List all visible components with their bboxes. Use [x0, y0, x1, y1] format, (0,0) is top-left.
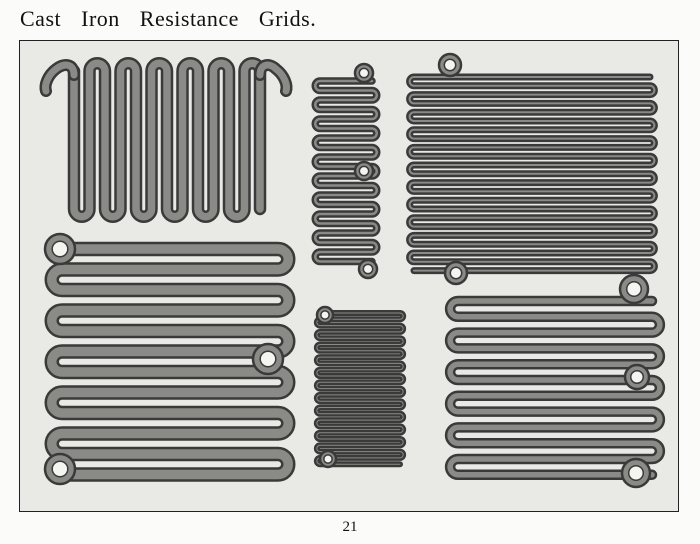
grid-fine-serpentine — [313, 305, 407, 469]
terminal-narrow-top-hole — [358, 67, 370, 79]
grid-medium-serpentine-body — [447, 298, 663, 478]
page-number: 21 — [342, 519, 358, 535]
grid-large-serpentine-body — [47, 244, 293, 480]
terminal-fine-top-hole — [320, 310, 330, 320]
grid-vertical-hooked — [39, 57, 293, 223]
grid-dense-serpentine — [406, 52, 658, 286]
terminal-medium-top-hole — [625, 280, 643, 298]
terminal-dense-bottom-hole — [449, 266, 463, 280]
grid-medium-serpentine-outline — [444, 295, 666, 481]
grid-hook-body-1 — [256, 61, 290, 95]
grid-large-serpentine — [43, 232, 296, 486]
illustration-plate — [19, 40, 679, 512]
terminal-medium-bottom-hole — [627, 464, 645, 482]
terminal-fine-bottom-hole — [323, 454, 333, 464]
grid-hook-body-0 — [42, 61, 78, 95]
grid-fine-serpentine-body — [316, 312, 404, 465]
grid-narrow-serpentine — [311, 62, 381, 280]
terminal-medium-middle-hole — [630, 370, 644, 384]
terminal-middle-hole — [259, 350, 277, 368]
terminal-bottom-left-hole — [51, 460, 69, 478]
grid-dense-serpentine-body — [408, 76, 656, 272]
page-title: Cast Iron Resistance Grids. — [20, 6, 317, 31]
grid-medium-serpentine — [444, 273, 666, 489]
terminal-dense-top-hole — [443, 58, 457, 72]
resistance-grids-illustration — [39, 52, 666, 489]
terminal-top-left-hole — [51, 240, 69, 258]
grid-vertical-hooked-body — [70, 59, 264, 221]
terminal-narrow-bottom-hole — [362, 263, 374, 275]
grid-narrow-serpentine-body — [314, 79, 378, 263]
terminal-narrow-middle-hole — [358, 165, 370, 177]
